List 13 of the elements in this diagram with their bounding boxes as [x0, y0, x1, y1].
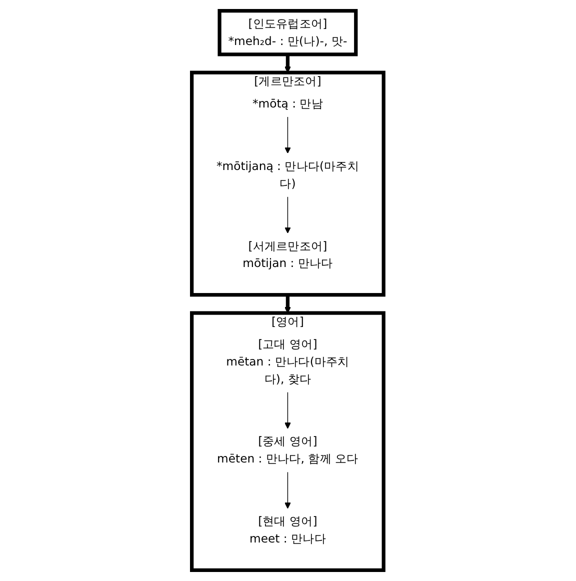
- node-text: [서게르만조어] mōtijan : 만나다: [242, 238, 334, 270]
- arrow: [284, 472, 292, 509]
- node-text: *mōtijaną : 만나다(마주치다): [216, 159, 360, 190]
- node-box: [인도유럽조어] *meh₂d- : 만(나)-, 맛-: [218, 9, 358, 56]
- arrow: [284, 392, 292, 429]
- arrow: [284, 294, 292, 314]
- arrow: [284, 54, 292, 73]
- node-text: [고대 영어] mētan : 만나다(마주치다), 찾다: [226, 336, 350, 386]
- node-text: [중세 영어] mēten : 만나다, 함께 오다: [217, 434, 359, 466]
- arrow: [284, 116, 292, 154]
- node-text: *mōtą : 만남: [252, 96, 324, 110]
- node-text: [현대 영어] meet : 만나다: [250, 514, 326, 546]
- arrow: [284, 196, 292, 234]
